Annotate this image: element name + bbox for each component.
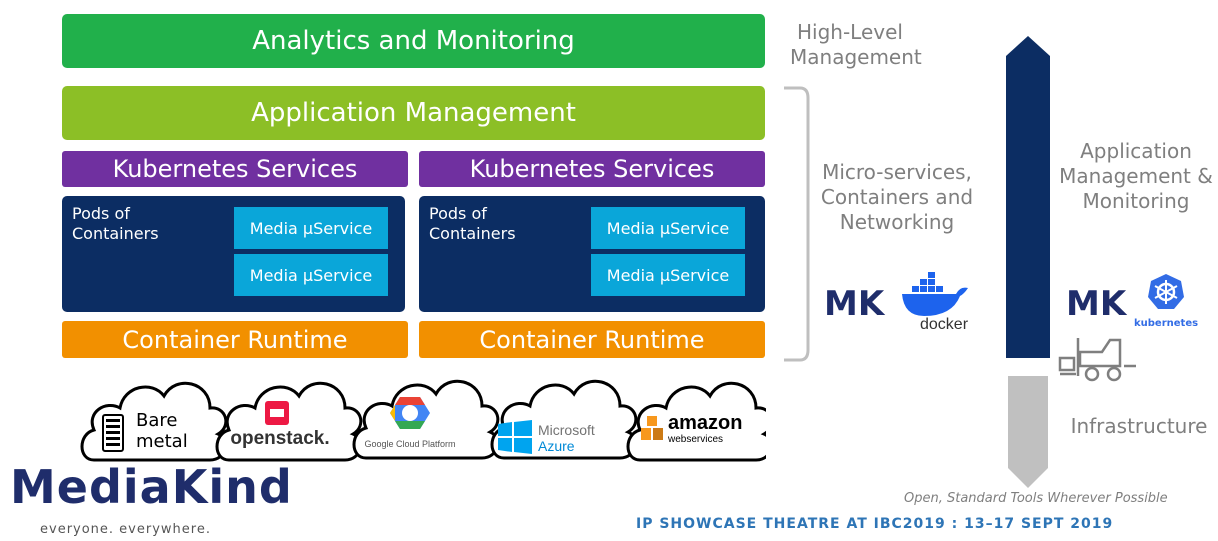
amazon-content: amazon webservices [636, 410, 746, 460]
forklift-icon [1058, 338, 1136, 382]
container-runtime-right: Container Runtime [419, 321, 765, 358]
kubernetes-icon [1148, 274, 1184, 309]
amazon-label-1: amazon [668, 412, 743, 434]
bare-metal-content: Bare metal [100, 408, 210, 458]
infrastructure-label: Infrastructure [1070, 414, 1208, 438]
footer-note: Open, Standard Tools Wherever Possible [904, 491, 1168, 506]
analytics-monitoring-label: Analytics and Monitoring [252, 26, 575, 56]
openstack-content: openstack. [222, 400, 338, 456]
media-service-left-1: Media µService [234, 207, 388, 249]
google-cloud-icon [390, 397, 430, 429]
media-service-left-2: Media µService [234, 254, 388, 296]
google-content: Google Cloud Platform [350, 395, 470, 459]
pods-right: Pods of Containers Media µService Media … [419, 196, 765, 312]
container-runtime-left: Container Runtime [62, 321, 408, 358]
container-runtime-right-label: Container Runtime [479, 325, 705, 354]
kubernetes-label: kubernetes [1134, 318, 1199, 329]
media-service-right-1: Media µService [591, 207, 745, 249]
aws-icon [641, 416, 663, 440]
docker-label: docker [920, 316, 969, 333]
mediakind-logo: MediaKind [10, 462, 293, 512]
windows-icon [498, 420, 532, 454]
google-label: Google Cloud Platform [364, 439, 456, 449]
mk-logo-left: MK [824, 284, 885, 324]
mk-logo-right: MK [1066, 284, 1127, 324]
vertical-arrow [1006, 36, 1050, 488]
azure-label-1: Microsoft [538, 422, 595, 438]
kubernetes-services-left-label: Kubernetes Services [112, 155, 358, 183]
pods-left-label: Pods of Containers [72, 204, 159, 243]
application-management-bar: Application Management [62, 86, 765, 140]
footer-event: IP SHOWCASE THEATRE AT IBC2019 : 13–17 S… [636, 516, 1114, 532]
azure-content: Microsoft Azure [494, 416, 604, 460]
container-runtime-left-label: Container Runtime [122, 325, 348, 354]
pods-right-label: Pods of Containers [429, 204, 516, 243]
openstack-label: openstack. [230, 428, 330, 449]
mediakind-wordmark: MediaKind [10, 460, 293, 514]
app-mgmt-monitoring-label: Application Management & Monitoring [1059, 139, 1213, 213]
kubernetes-services-right: Kubernetes Services [419, 151, 765, 187]
media-service-right-2: Media µService [591, 254, 745, 296]
kubernetes-services-right-label: Kubernetes Services [469, 155, 715, 183]
docker-icon [902, 272, 968, 316]
azure-label-2: Azure [538, 438, 575, 454]
server-icon [102, 414, 124, 452]
high-level-management-label: High-Level Management [790, 20, 922, 69]
pods-left: Pods of Containers Media µService Media … [62, 196, 405, 312]
bare-metal-label: Bare metal [136, 410, 188, 452]
mediakind-tagline: everyone. everywhere. [40, 522, 211, 537]
bracket [784, 86, 810, 362]
microservices-label: Micro-services, Containers and Networkin… [820, 160, 974, 234]
application-management-label: Application Management [251, 98, 576, 128]
kubernetes-services-left: Kubernetes Services [62, 151, 408, 187]
amazon-label-2: webservices [668, 434, 724, 445]
analytics-monitoring-bar: Analytics and Monitoring [62, 14, 765, 68]
openstack-icon [265, 401, 289, 425]
